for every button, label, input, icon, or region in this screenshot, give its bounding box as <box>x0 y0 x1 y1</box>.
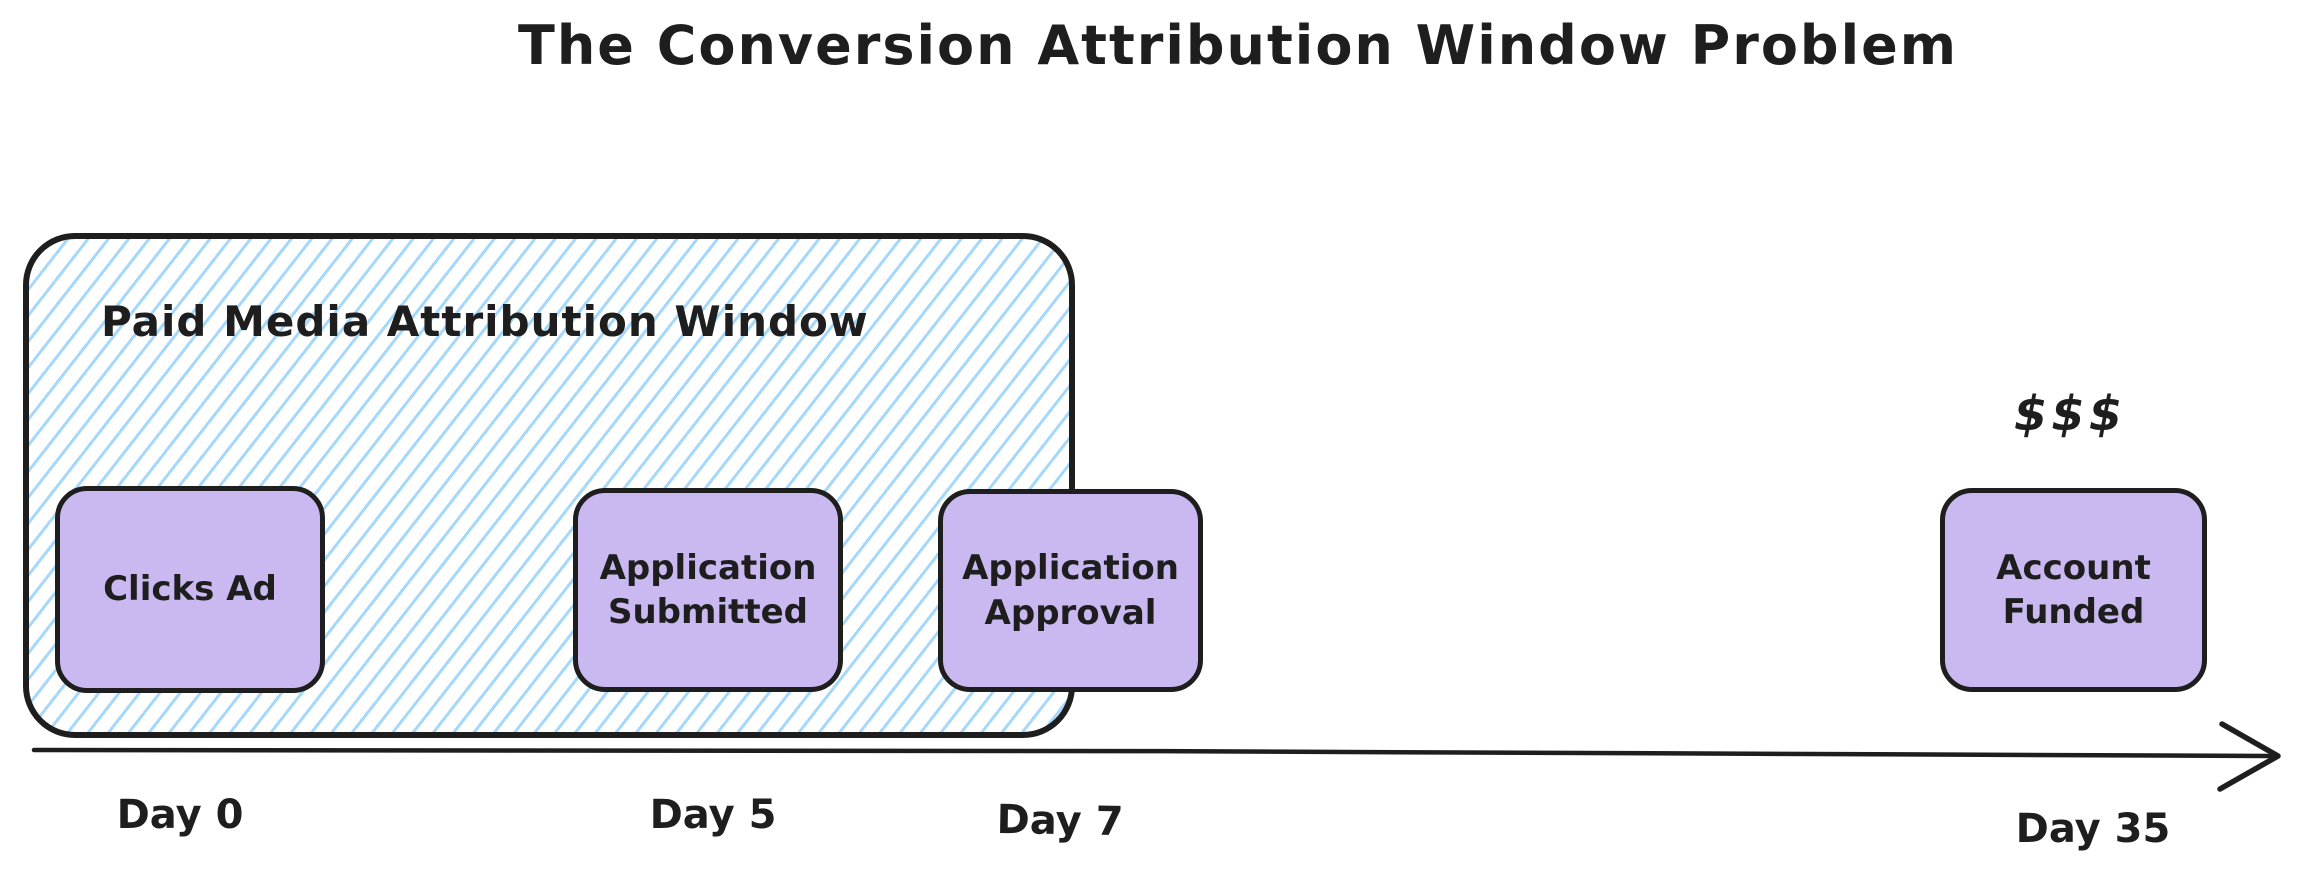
timeline-day-label-0: Day 0 <box>116 792 244 838</box>
event-label-application-submitted: Application Submitted <box>599 547 817 632</box>
attribution-window-label: Paid Media Attribution Window <box>101 297 869 346</box>
timeline-day-label-5: Day 5 <box>649 792 777 838</box>
event-box-account-funded: Account Funded <box>1940 488 2207 692</box>
timeline-day-label-7: Day 7 <box>996 796 1124 846</box>
money-annotation: $$$ <box>2013 386 2127 442</box>
diagram-title: The Conversion Attribution Window Proble… <box>518 14 1958 77</box>
event-label-application-approval: Application Approval <box>962 548 1179 633</box>
timeline-day-label-35: Day 35 <box>2015 806 2171 852</box>
event-box-clicks-ad: Clicks Ad <box>55 486 325 693</box>
event-box-application-submitted: Application Submitted <box>573 488 843 692</box>
event-label-account-funded: Account Funded <box>1996 547 2151 632</box>
timeline-arrow <box>31 721 2281 792</box>
timeline-arrowhead <box>2217 721 2281 792</box>
event-label-clicks-ad: Clicks Ad <box>103 569 277 610</box>
timeline-axis-line <box>31 747 2273 759</box>
event-box-application-approval: Application Approval <box>938 489 1203 692</box>
